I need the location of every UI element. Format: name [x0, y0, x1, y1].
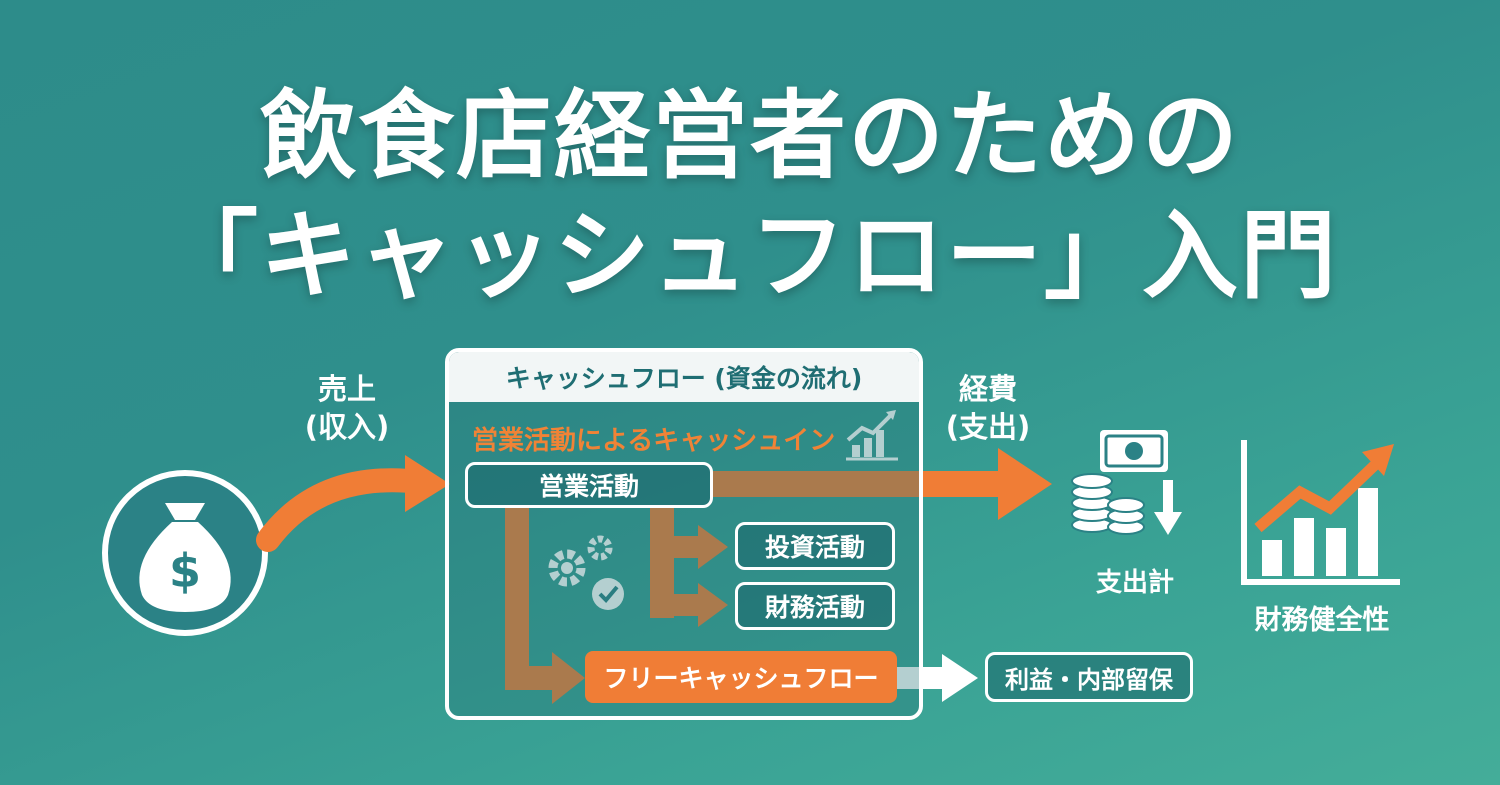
- fcf-arrow: [505, 506, 585, 704]
- operating-activities-node: 営業活動: [465, 462, 713, 508]
- title-line-1: 飲食店経営者のための: [260, 80, 1240, 192]
- profit-retained-node: 利益・内部留保: [985, 652, 1193, 702]
- financing-activities-node: 財務活動: [735, 582, 895, 630]
- gears-check-icon: [548, 535, 624, 610]
- expenses-label: 経費: [958, 372, 1017, 406]
- branch-arrows: [650, 506, 728, 627]
- expense-arrow: [712, 448, 1052, 520]
- sales-arrow: [256, 455, 450, 552]
- sales-sub-label: (収入): [304, 410, 390, 444]
- title-line-2: 「キャッシュフロー」入門: [162, 200, 1338, 312]
- sales-label: 売上: [317, 372, 376, 406]
- rising-chart-icon: [1241, 440, 1400, 585]
- expenses-sub-label: (支出): [945, 410, 1031, 444]
- total-expenses-label: 支出計: [1095, 568, 1174, 598]
- financial-health-label: 財務健全性: [1254, 605, 1390, 636]
- cash-coins-icon: [1071, 430, 1182, 535]
- money-bag-icon: $: [102, 470, 268, 636]
- growth-chart-icon: [846, 410, 898, 461]
- panel-subtitle: 営業活動によるキャッシュイン: [472, 426, 836, 456]
- free-cash-flow-node: フリーキャッシュフロー: [585, 651, 897, 703]
- panel-header: キャッシュフロー (資金の流れ): [449, 352, 919, 402]
- investing-activities-node: 投資活動: [735, 522, 895, 570]
- svg-text:$: $: [169, 544, 201, 598]
